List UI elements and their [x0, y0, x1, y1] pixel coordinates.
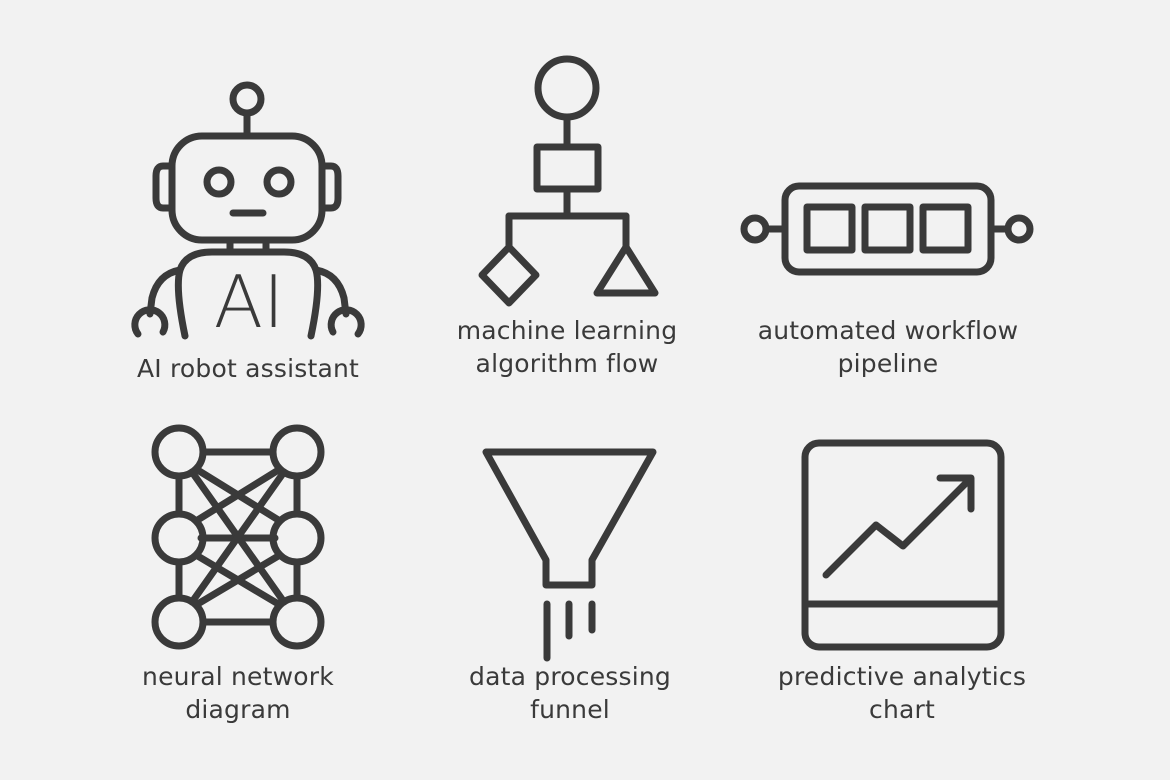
label-line: AI robot assistant	[136, 354, 360, 383]
chart-icon	[801, 439, 1005, 651]
label-line: machine learning	[456, 316, 678, 345]
label-line: data processing	[469, 662, 671, 691]
label-line: pipeline	[837, 349, 939, 378]
label-line: chart	[869, 695, 935, 724]
label-line: predictive analytics	[777, 662, 1027, 691]
label-line: automated workflow	[757, 316, 1019, 345]
robot-icon: AI	[131, 81, 365, 344]
label-line: diagram	[185, 695, 291, 724]
label-line: algorithm flow	[475, 349, 659, 378]
ai-badge-text: AI	[214, 260, 285, 344]
label-ai-robot-assistant: AI robot assistant	[98, 352, 398, 385]
funnel-icon	[482, 448, 657, 662]
label-data-processing: data processing funnel	[420, 660, 720, 726]
neural-network-icon	[151, 424, 325, 650]
label-automated-workflow: automated workflow pipeline	[738, 314, 1038, 380]
pipeline-icon	[740, 182, 1034, 276]
label-predictive-analytics: predictive analytics chart	[752, 660, 1052, 726]
label-neural-network: neural network diagram	[88, 660, 388, 726]
label-machine-learning: machine learning algorithm flow	[417, 314, 717, 380]
label-line: neural network	[142, 662, 334, 691]
flowchart-icon	[478, 55, 659, 307]
label-line: funnel	[530, 695, 610, 724]
